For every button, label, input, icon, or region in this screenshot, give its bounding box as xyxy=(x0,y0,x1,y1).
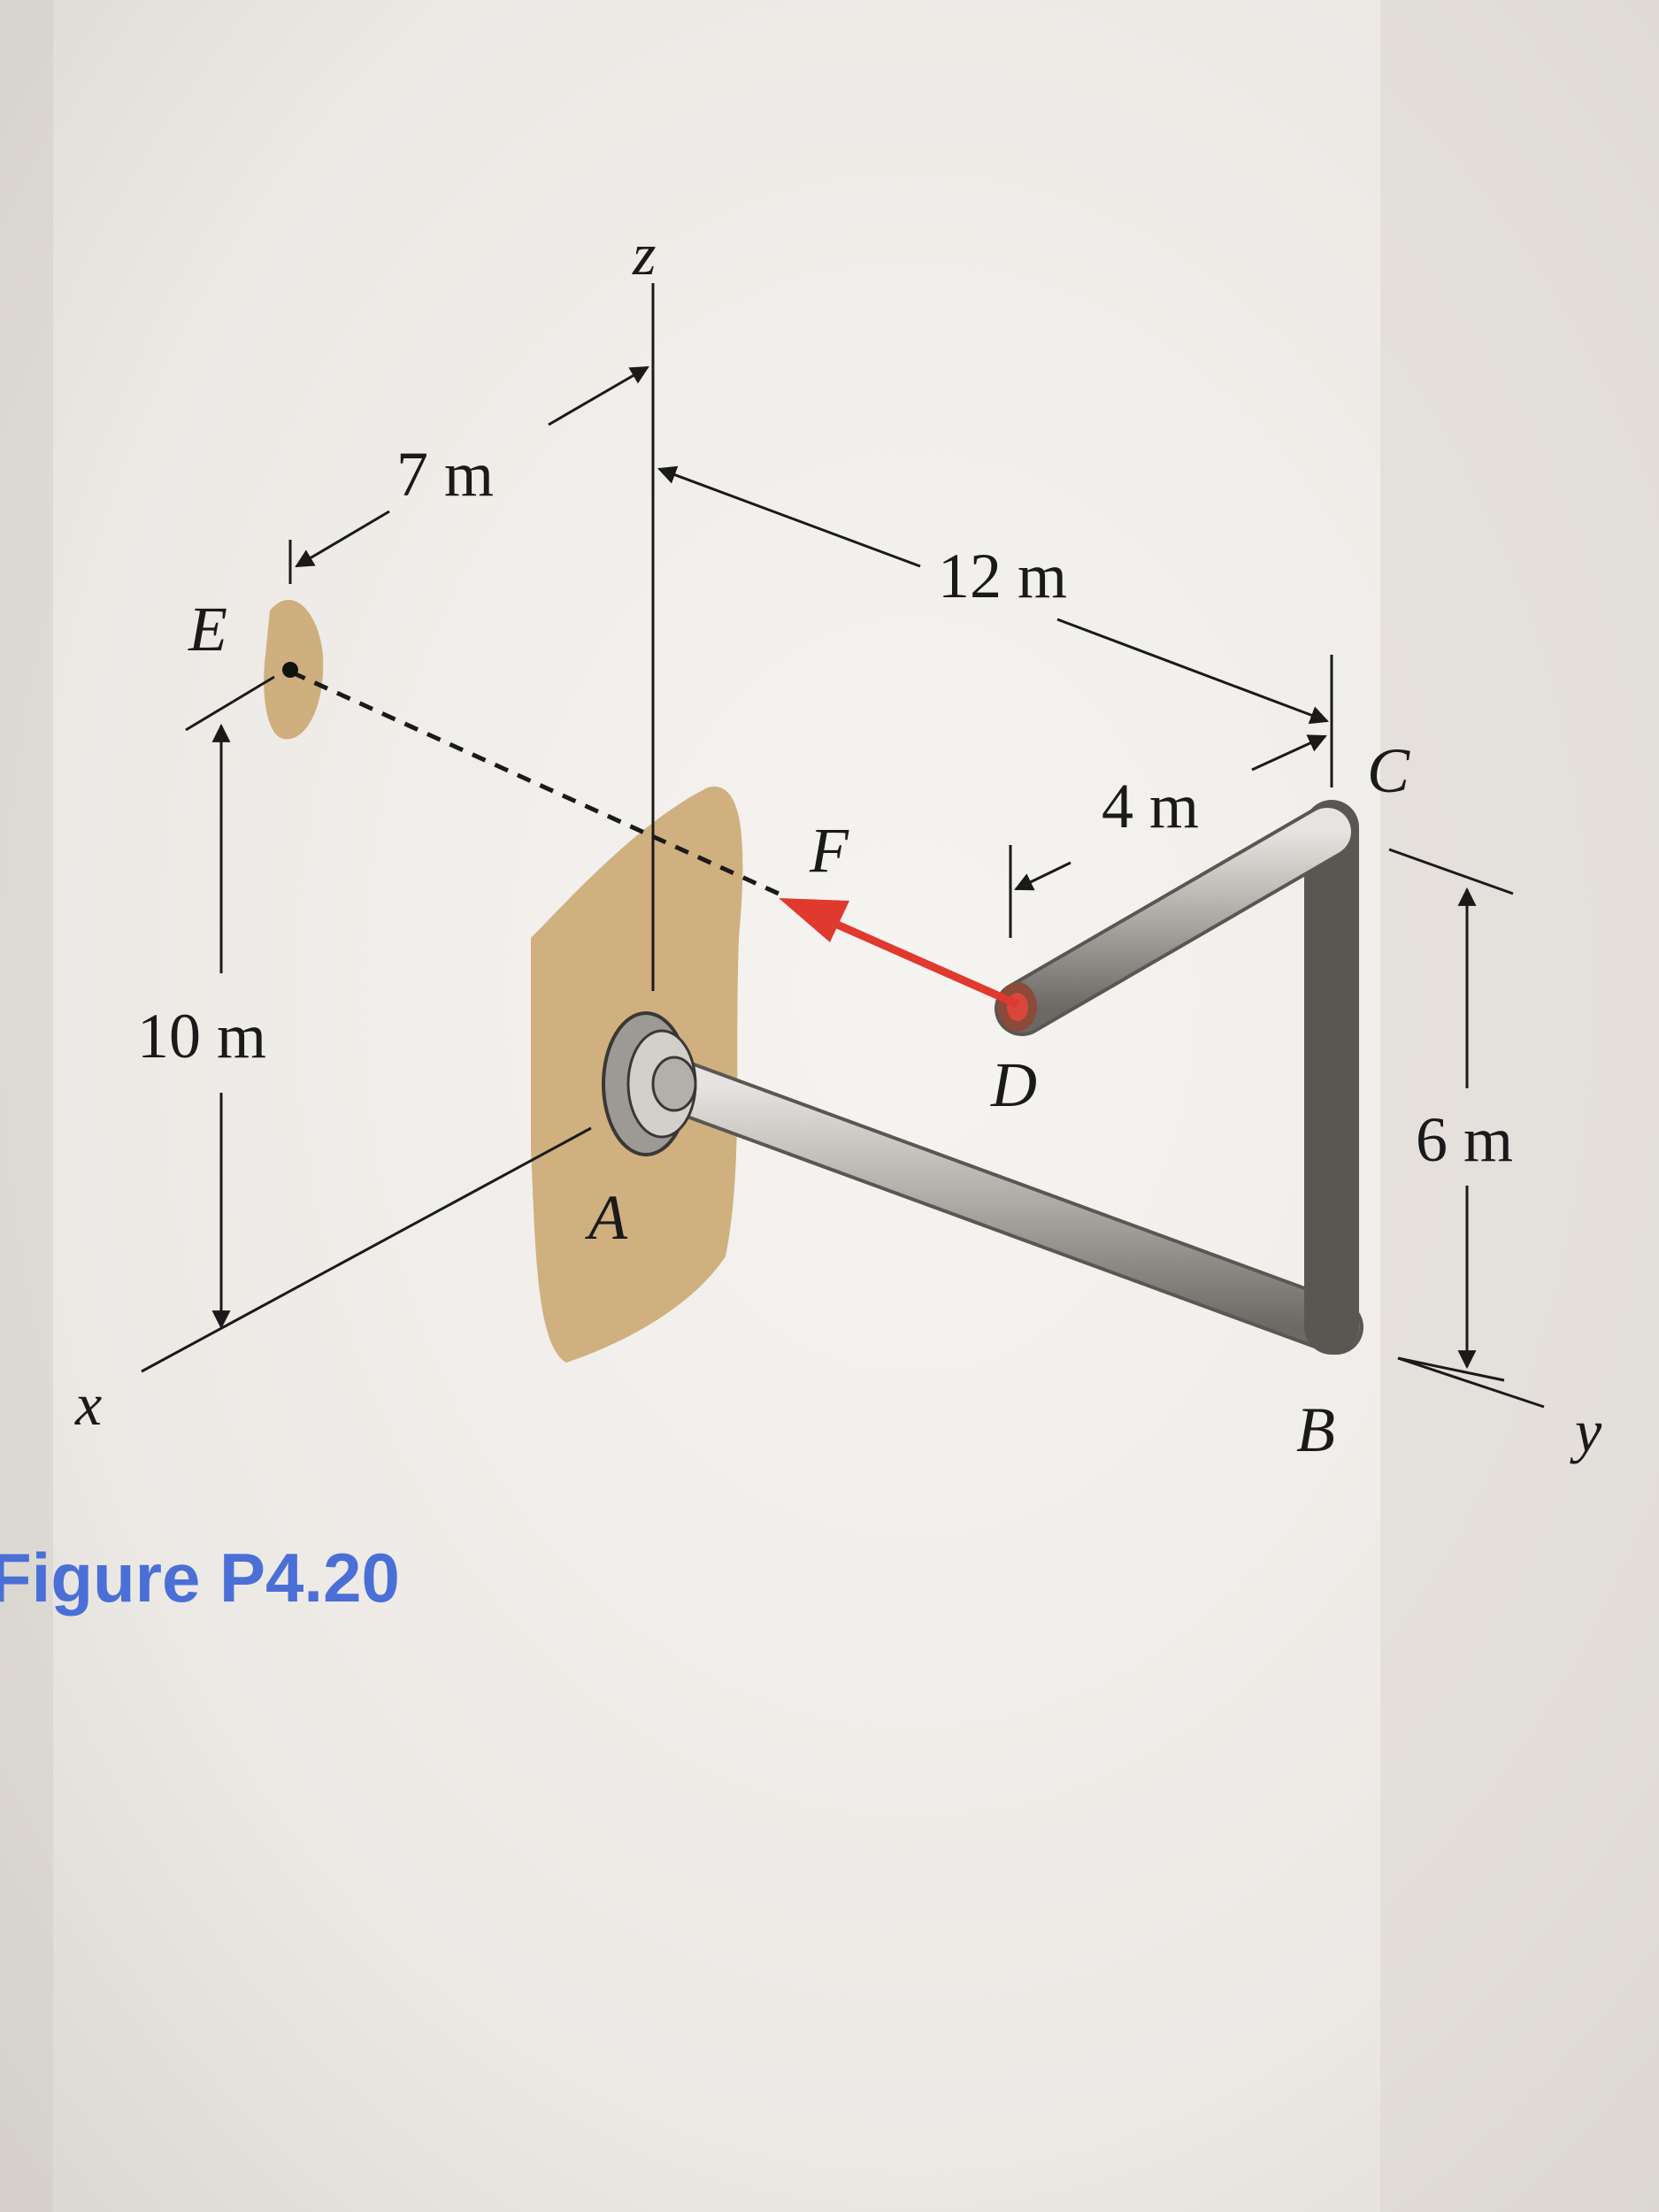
force-label-f: F xyxy=(809,815,849,886)
dim-label-6m: 6 m xyxy=(1416,1104,1513,1175)
force-arrow-shaft xyxy=(826,916,1019,1009)
dim-7m-line-b xyxy=(548,365,649,426)
dim-4m-line-b xyxy=(1251,734,1327,772)
point-e-dot xyxy=(282,662,298,678)
axis-label-z: z xyxy=(632,220,656,288)
dim-12m-line-a xyxy=(657,465,921,568)
dim-label-12m: 12 m xyxy=(938,541,1067,611)
point-label-b: B xyxy=(1296,1394,1335,1465)
force-arrow-head xyxy=(779,898,849,942)
dim-12m-line-b xyxy=(1056,618,1329,725)
point-label-a: A xyxy=(585,1182,628,1253)
figure-caption: Figure P4.20 xyxy=(0,1539,400,1617)
pipe-ab xyxy=(649,1060,1360,1351)
dim-10m-ext-top xyxy=(185,675,275,732)
dim-4m-line-a xyxy=(1014,861,1071,891)
axis-label-y: y xyxy=(1570,1397,1602,1464)
y-axis xyxy=(1397,1356,1545,1409)
point-label-d: D xyxy=(990,1049,1037,1120)
dim-6m-ext-top xyxy=(1388,848,1514,895)
dim-label-4m: 4 m xyxy=(1102,771,1199,841)
dim-6m-ext-bottom xyxy=(1397,1356,1505,1382)
axis-label-x: x xyxy=(74,1371,102,1438)
point-label-c: C xyxy=(1367,735,1410,806)
pipe-a-end xyxy=(651,1056,697,1112)
dim-7m-line-a xyxy=(295,510,390,568)
dim-label-10m: 10 m xyxy=(137,1001,266,1071)
right-shadow xyxy=(1380,0,1659,2212)
dim-label-7m: 7 m xyxy=(396,439,494,510)
x-axis xyxy=(141,1126,592,1373)
point-label-e: E xyxy=(188,594,227,664)
left-shadow xyxy=(0,0,53,2212)
pipe-cd xyxy=(998,808,1351,1033)
